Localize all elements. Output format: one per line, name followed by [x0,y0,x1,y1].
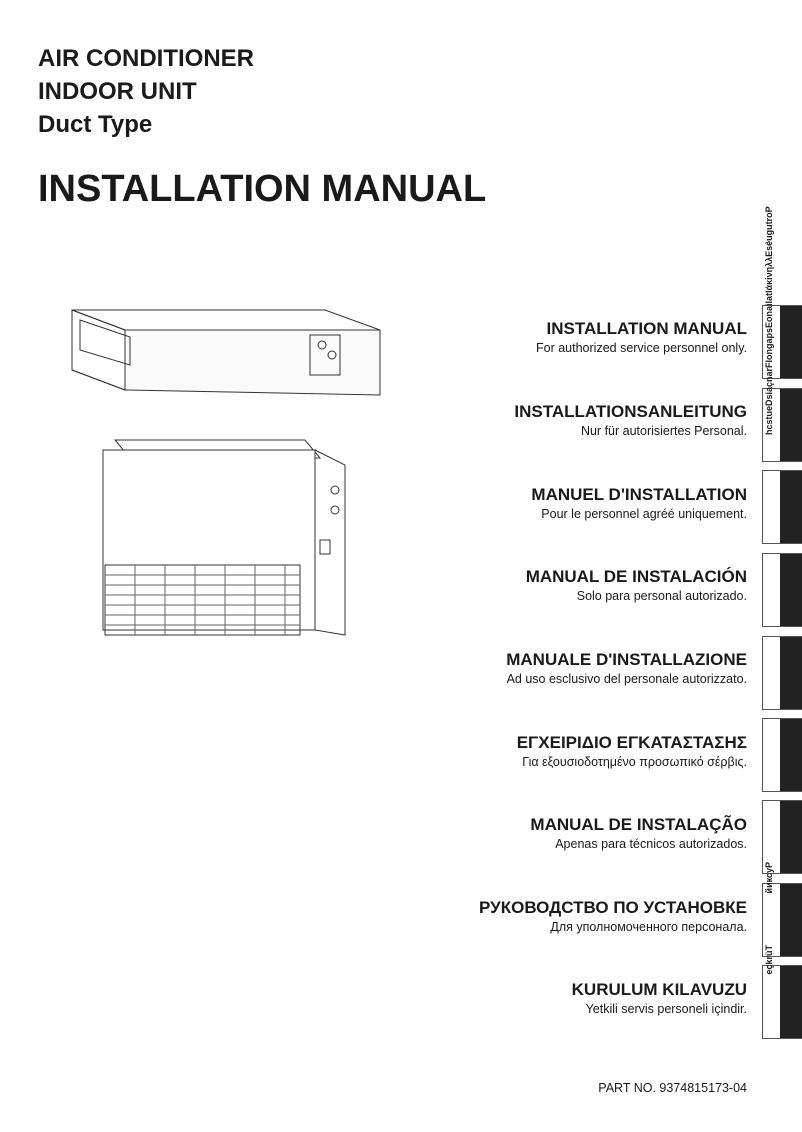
language-title: MANUALE D'INSTALLAZIONE [506,650,747,669]
tab-portuguese[interactable] [762,800,802,874]
header-line2: INDOOR UNIT [38,78,197,105]
page-title: INSTALLATION MANUAL [38,168,487,210]
language-entry-english: INSTALLATION MANUAL For authorized servic… [536,318,747,357]
duct-unit-illustration [71,309,381,396]
language-subtitle: Solo para personal autorizado. [576,589,747,603]
language-subtitle: For authorized service personnel only. [536,341,747,355]
language-subtitle: Для уполномоченного персонала. [550,920,747,934]
language-entry-german: INSTALLATIONSANLEITUNG Nur für autorisier… [514,401,747,440]
language-subtitle: Pour le personnel agréé uniquement. [541,507,747,521]
tab-english[interactable] [762,305,802,379]
language-title: KURULUM KILAVUZU [571,980,747,999]
tab-french[interactable] [762,470,802,544]
language-subtitle: Ad uso esclusivo del personale autorizza… [506,672,747,686]
language-subtitle: Yetkili servis personeli içindir. [585,1002,747,1016]
language-title: MANUEL D'INSTALLATION [531,485,747,504]
language-subtitle: Nur für autorisiertes Personal. [580,424,747,438]
tab-labels-vertical: hcstueDsiaçnarFlongapsEonailatIάκіνηλλΕs… [764,206,774,435]
part-number: PART NO. 9374815173-04 [598,1081,747,1095]
language-entry-russian: РУКОВОДСТВО ПО УСТАНОВКЕ Для уполномоченн… [479,897,747,936]
language-entry-turkish: KURULUM KILAVUZU Yetkili servis personeli… [572,979,747,1018]
language-entry-italian: MANUALE D'INSTALLAZIONE Ad uso esclusivo … [506,649,747,688]
tab-greek[interactable] [762,718,802,792]
language-entry-portuguese: MANUAL DE INSTALAÇÃO Apenas para técnicos… [530,814,747,853]
tab-russian[interactable] [762,883,802,957]
tab-turkish[interactable] [762,965,802,1039]
tab-italian[interactable] [762,636,802,710]
language-subtitle: Για εξουσιοδοτημένο προσωπικό σέρβις. [522,755,747,769]
floor-unit-illustration [102,439,346,636]
product-header: AIR CONDITIONER INDOOR UNIT Duct Type [38,42,254,141]
tab-label-turkish: eçkrüT [764,945,774,975]
language-title: MANUAL DE INSTALACIÓN [525,567,747,586]
language-entry-french: MANUEL D'INSTALLATION Pour le personnel a… [531,484,747,523]
language-title: ΕΓΧΕΙΡΙΔΙΟ ΕΓΚΑΤΑΣΤΑΣΗΣ [516,733,747,752]
tab-label-russian: йиксуР [764,862,774,894]
header-line3: Duct Type [38,111,153,138]
language-title: INSTALLATIONSANLEITUNG [514,402,747,421]
header-line1: AIR CONDITIONER [38,45,254,72]
tab-german[interactable] [762,388,802,462]
language-title: INSTALLATION MANUAL [546,319,747,338]
tab-spanish[interactable] [762,553,802,627]
language-title: MANUAL DE INSTALAÇÃO [530,815,747,834]
language-entry-greek: ΕΓΧΕΙΡΙΔΙΟ ΕΓΚΑΤΑΣΤΑΣΗΣ Για εξουσιοδοτημέ… [517,732,747,771]
language-entry-spanish: MANUAL DE INSTALACIÓN Solo para personal … [526,566,747,605]
language-title: РУКОВОДСТВО ПО УСТАНОВКЕ [479,898,747,917]
language-subtitle: Apenas para técnicos autorizados. [555,837,747,851]
